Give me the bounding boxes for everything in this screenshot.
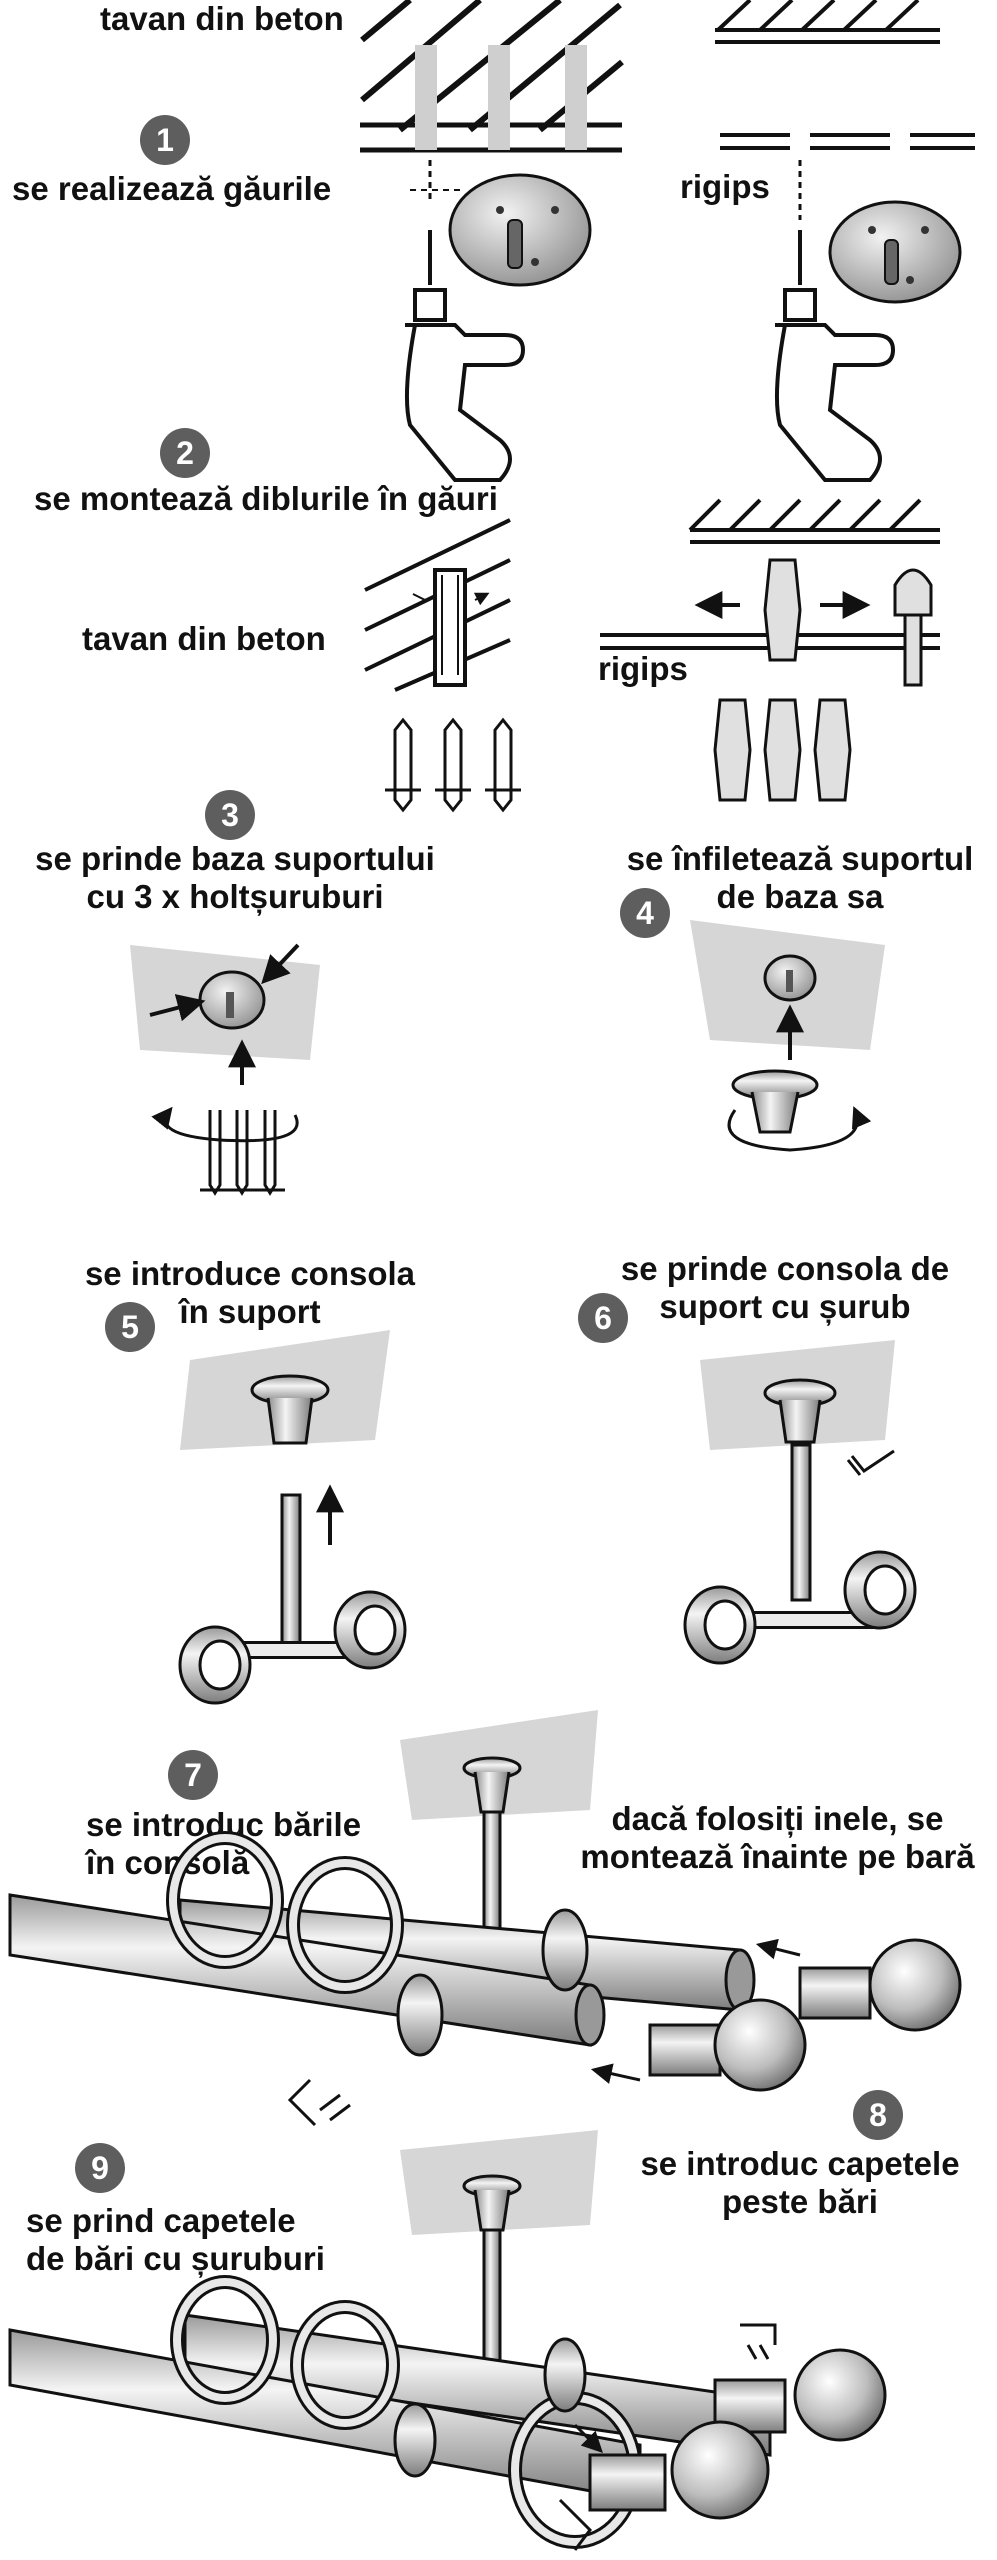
drywall-ceiling-drawing (715, 0, 975, 150)
label-rings-note-line-2: montează înainte pe bară (580, 1838, 975, 1875)
label-step-8-line-1: se introduc capetele (640, 2145, 960, 2182)
drywall-anchors (713, 558, 933, 802)
label-step-5-line-2: în suport (179, 1293, 321, 1330)
label-step-5: se introduce consola în suport (40, 1255, 460, 1331)
label-step-6: se prinde consola de suport cu șurub (585, 1250, 985, 1326)
drill-icon-2 (774, 230, 896, 482)
step-badge-2: 2 (160, 428, 210, 478)
label-step-4-line-1: se înfiletează suportul (626, 840, 974, 877)
support-threaded-base (727, 954, 872, 1152)
label-step-9: se prind capetele de bări cu șuruburi (26, 2202, 325, 2278)
step-badge-6: 6 (578, 1293, 628, 1343)
step-badge-3: 3 (205, 790, 255, 840)
label-step-2: se montează diblurile în găuri (34, 480, 498, 517)
concrete-plug-drawing (364, 518, 511, 692)
step-badge-8: 8 (853, 2090, 903, 2140)
label-drywall-2: rigips (598, 650, 688, 687)
label-step-7: se introduc bările în consolă (86, 1806, 361, 1882)
label-step-5-line-1: se introduce consola (84, 1255, 416, 1292)
drill-icon (404, 230, 526, 482)
label-drywall: rigips (680, 168, 770, 205)
step-badge-7: 7 (168, 1750, 218, 1800)
label-step-9-line-1: se prind capetele (26, 2202, 296, 2239)
bracket-screwed (683, 1378, 917, 1665)
label-step-3-line-2: cu 3 x holtșuruburi (86, 878, 384, 915)
step-badge-5: 5 (105, 1302, 155, 1352)
ceiling-base-plate-2 (828, 200, 962, 304)
label-rings-note: dacă folosiți inele, se montează înainte… (565, 1800, 990, 1876)
label-rings-note-line-1: dacă folosiți inele, se (611, 1800, 944, 1837)
label-step-4-line-2: de baza sa (716, 878, 884, 915)
label-step-6-line-2: suport cu șurub (659, 1288, 911, 1325)
base-plate-with-screws (149, 943, 300, 1196)
label-step-3-line-1: se prinde baza suportului (35, 840, 435, 877)
rods-assembly-final (8, 2174, 887, 2551)
wall-plug-holes (415, 45, 587, 150)
label-step-1: se realizează găurile (12, 170, 332, 207)
rods-assembly-top (8, 1756, 962, 2127)
label-step-3: se prinde baza suportului cu 3 x holtșur… (0, 840, 470, 916)
wall-plugs-concrete (385, 717, 521, 813)
label-step-9-line-2: de bări cu șuruburi (26, 2240, 325, 2277)
label-step-8: se introduc capetele peste bări (620, 2145, 980, 2221)
label-concrete-ceiling: tavan din beton (100, 0, 344, 37)
label-step-4: se înfiletează suportul de baza sa (600, 840, 997, 916)
label-step-6-line-1: se prinde consola de (620, 1250, 950, 1287)
label-step-7-line-2: în consolă (86, 1844, 250, 1881)
step-badge-4: 4 (620, 888, 670, 938)
label-concrete-ceiling-2: tavan din beton (82, 620, 326, 657)
ceiling-base-plate-1 (448, 173, 592, 287)
step-badge-9: 9 (75, 2143, 125, 2193)
step-badge-1: 1 (140, 115, 190, 165)
bracket-insert (178, 1374, 407, 1705)
label-step-8-line-2: peste bări (722, 2183, 878, 2220)
